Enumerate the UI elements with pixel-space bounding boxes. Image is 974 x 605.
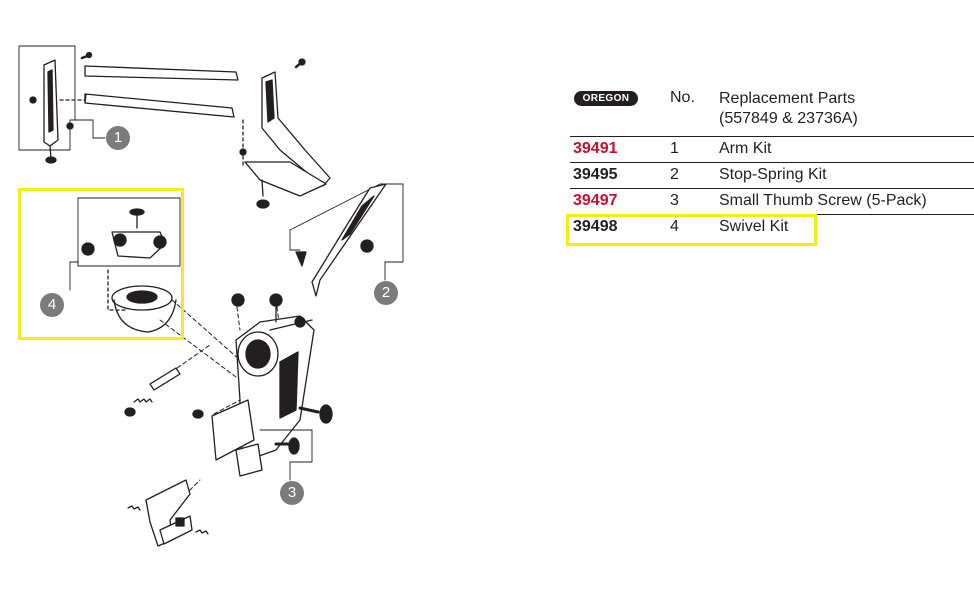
callout-3: 3 xyxy=(280,481,304,505)
part-description: Small Thumb Screw (5-Pack) xyxy=(719,192,927,209)
upper-bracket xyxy=(239,58,331,209)
swivel-kit-highlight-box xyxy=(18,188,184,340)
spring-and-screw xyxy=(124,367,204,419)
part-4-swivel-kit xyxy=(69,197,181,333)
header-desc-line2: (557849 & 23736A) xyxy=(719,110,858,127)
oregon-logo: OREGON xyxy=(574,91,638,106)
item-number: 3 xyxy=(670,192,679,209)
item-number: 4 xyxy=(670,218,679,235)
part-description: Swivel Kit xyxy=(719,218,789,235)
callout-1: 1 xyxy=(106,126,130,150)
part-description: Arm Kit xyxy=(719,140,772,157)
callout-2: 2 xyxy=(374,281,398,305)
item-number: 2 xyxy=(670,166,679,183)
header-desc-line1: Replacement Parts xyxy=(719,90,856,107)
swivel-kit-row-highlight xyxy=(566,214,817,246)
part-number: 39491 xyxy=(573,140,618,157)
part-2-stop-spring xyxy=(289,183,404,297)
guide-rods xyxy=(84,65,239,118)
callout-4: 4 xyxy=(40,293,64,317)
table-row: 39498 4 Swivel Kit xyxy=(570,215,974,240)
bottom-clamp xyxy=(127,479,209,547)
header-replacement-parts: Replacement Parts (557849 & 23736A) xyxy=(719,89,858,129)
part-description: Stop-Spring Kit xyxy=(719,166,827,183)
item-number: 1 xyxy=(670,140,679,157)
table-header: OREGON No. Replacement Parts (557849 & 2… xyxy=(570,84,974,137)
part-1-arm-kit xyxy=(18,45,106,164)
header-no: No. xyxy=(670,89,695,106)
part-number: 39497 xyxy=(573,192,618,209)
table-row: 39495 2 Stop-Spring Kit xyxy=(570,163,974,189)
exploded-parts-diagram: 1 2 3 4 xyxy=(18,45,404,547)
table-row: 39491 1 Arm Kit xyxy=(570,137,974,163)
part-number: 39498 xyxy=(573,218,618,235)
main-housing xyxy=(211,293,333,477)
table-row: 39497 3 Small Thumb Screw (5-Pack) xyxy=(570,189,974,215)
part-number: 39495 xyxy=(573,166,618,183)
part-3-small-thumb-screw xyxy=(259,429,313,481)
